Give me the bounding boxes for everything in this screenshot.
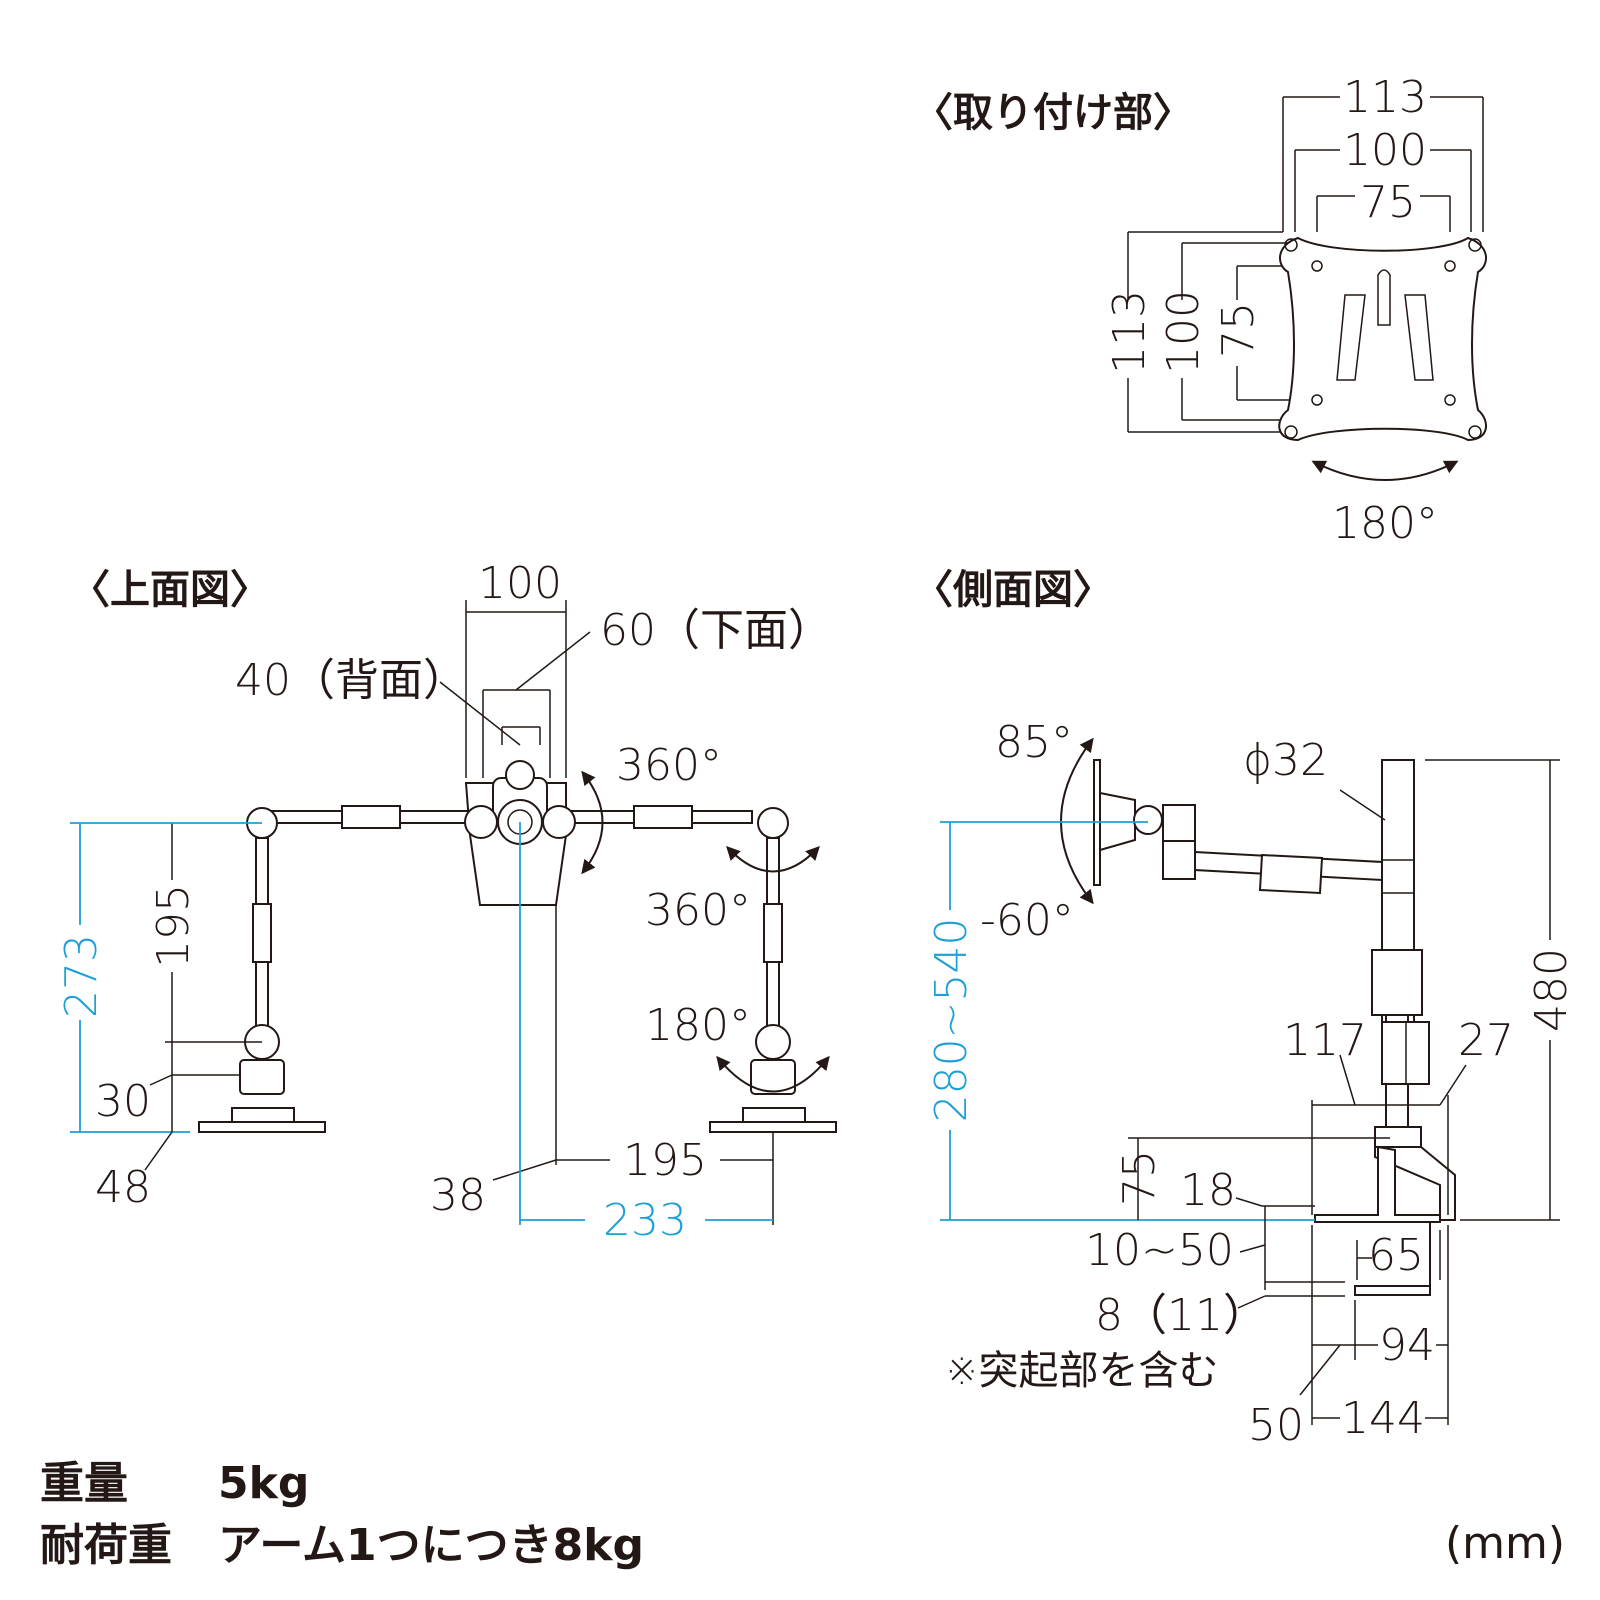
side-d75: 75 bbox=[1114, 1150, 1165, 1206]
side-head-joint-top bbox=[1162, 804, 1196, 842]
left-base-plate bbox=[198, 1121, 326, 1133]
side-d27: 27 bbox=[1458, 1015, 1514, 1066]
mount-height-mid: 100 bbox=[1158, 290, 1209, 374]
side-d50: 50 bbox=[1248, 1400, 1304, 1451]
side-clamp-range: 10~50 bbox=[1085, 1225, 1234, 1276]
top-joint-30: 30 bbox=[95, 1076, 151, 1127]
top-pole-38: 38 bbox=[430, 1170, 486, 1221]
side-pole-dia: ϕ32 bbox=[1243, 735, 1328, 786]
mount-plate bbox=[1278, 236, 1487, 442]
side-arm-sleeve bbox=[1258, 853, 1324, 895]
top-back-40: 40（背面） bbox=[235, 655, 467, 706]
center-joint-left bbox=[464, 805, 498, 839]
top-base-48: 48 bbox=[95, 1162, 151, 1213]
weight-value: 5kg bbox=[218, 1458, 309, 1509]
top-depth-total: 273 bbox=[56, 934, 107, 1018]
mount-width-outer: 113 bbox=[1343, 72, 1427, 123]
side-total-height: 480 bbox=[1526, 948, 1577, 1032]
side-d117: 117 bbox=[1283, 1015, 1367, 1066]
right-elbow-joint bbox=[757, 807, 789, 839]
top-bottom-60: 60（下面） bbox=[600, 605, 832, 656]
side-view-heading: 〈側面図〉 bbox=[913, 567, 1113, 613]
load-value: アーム1つにつき8kg bbox=[218, 1520, 644, 1571]
top-rot-right-bottom: 180° bbox=[645, 1000, 751, 1051]
mount-plate-view: 〈取り付け部〉 113 100 75 113 100 75 bbox=[913, 72, 1487, 549]
right-base-plate bbox=[709, 1121, 837, 1133]
top-rot-right-top: 360° bbox=[645, 885, 751, 936]
side-height-range: 280~540 bbox=[926, 918, 977, 1123]
top-span-233: 233 bbox=[603, 1195, 687, 1246]
mount-heading: 〈取り付け部〉 bbox=[913, 90, 1193, 136]
top-view: 〈上面図〉 100 60（下面） 40（背面） 360° bbox=[56, 558, 837, 1246]
right-arm-sleeve bbox=[633, 805, 693, 829]
side-head-joint-bottom bbox=[1162, 840, 1196, 880]
mount-rotation-arrow bbox=[1311, 460, 1459, 481]
top-span-195: 195 bbox=[623, 1135, 707, 1186]
top-width-100: 100 bbox=[478, 558, 562, 609]
top-rot-center: 360° bbox=[616, 740, 722, 791]
side-tilt-up: 85° bbox=[995, 717, 1073, 768]
side-collar bbox=[1371, 949, 1423, 1016]
side-d18: 18 bbox=[1180, 1165, 1236, 1216]
specs: 重量 5kg 耐荷重 アーム1つにつき8kg (mm) bbox=[40, 1458, 1565, 1571]
mount-width-inner: 75 bbox=[1360, 177, 1416, 228]
right-base-joint bbox=[755, 1024, 791, 1060]
top-view-heading: 〈上面図〉 bbox=[70, 567, 270, 613]
side-d144: 144 bbox=[1341, 1393, 1425, 1444]
side-view: 〈側面図〉 85° -60° ϕ32 bbox=[913, 567, 1577, 1451]
mount-height-inner: 75 bbox=[1213, 302, 1264, 358]
side-note: ※突起部を含む bbox=[945, 1348, 1219, 1394]
weight-label: 重量 bbox=[40, 1458, 128, 1509]
side-clamp-top bbox=[1314, 1145, 1441, 1223]
mount-height-outer: 113 bbox=[1104, 290, 1155, 374]
mount-rotation: 180° bbox=[1332, 498, 1438, 549]
side-d8: 8（11） bbox=[1095, 1290, 1267, 1341]
side-tilt-down: -60° bbox=[980, 895, 1074, 946]
unit-label: (mm) bbox=[1445, 1518, 1565, 1569]
load-label: 耐荷重 bbox=[40, 1520, 172, 1571]
side-d65: 65 bbox=[1368, 1230, 1424, 1281]
right-rotation-arrow-bottom bbox=[716, 1055, 830, 1093]
top-arm-length: 195 bbox=[148, 884, 199, 968]
right-rotation-arrow-top bbox=[726, 845, 820, 873]
center-joint-right bbox=[542, 805, 576, 839]
side-clamp-bottom bbox=[1354, 1285, 1431, 1296]
center-rotation-arrow bbox=[581, 770, 604, 875]
side-d94: 94 bbox=[1379, 1320, 1435, 1371]
mount-width-mid: 100 bbox=[1343, 125, 1427, 176]
left-arm-sleeve bbox=[341, 805, 401, 829]
